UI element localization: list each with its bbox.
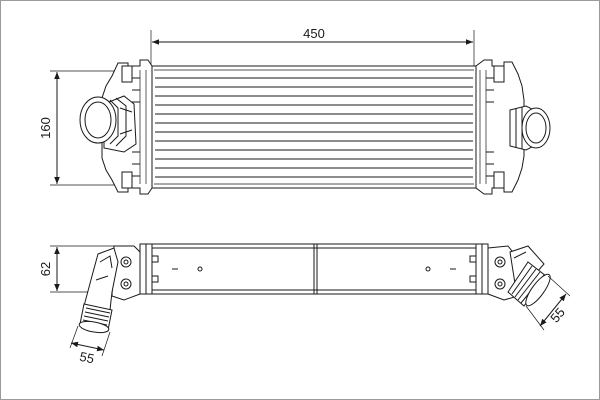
left-inlet-pipe [79, 95, 137, 153]
depth-label: 62 [38, 262, 53, 276]
side-right-end [469, 243, 519, 301]
width-label: 450 [303, 26, 325, 41]
top-view: 450 160 [38, 26, 551, 195]
width-dimension: 450 [150, 26, 475, 66]
height-dimension: 160 [38, 70, 120, 186]
depth-dimension: 62 [38, 245, 118, 293]
outlet-label: 55 [547, 305, 568, 326]
inlet-dimension: 55 [69, 325, 111, 367]
side-left-inlet-pipe [78, 247, 119, 334]
inlet-label: 55 [78, 349, 95, 367]
right-outlet-pipe [509, 105, 551, 151]
core-fins [154, 69, 474, 185]
side-view: 62 [38, 243, 571, 367]
core-body [151, 65, 477, 189]
side-left-end [111, 243, 159, 301]
height-label: 160 [38, 117, 53, 139]
side-right-outlet-pipe [507, 245, 551, 307]
right-tank [475, 59, 525, 195]
